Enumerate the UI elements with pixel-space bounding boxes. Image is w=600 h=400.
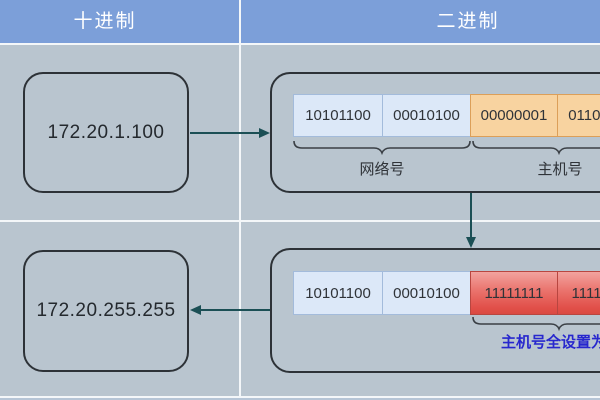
decimal-broadcast-value: 172.20.255.255 bbox=[36, 300, 176, 321]
header-band bbox=[0, 0, 600, 43]
octet-cell-host-1: 00000001 bbox=[470, 94, 558, 137]
row-divider bbox=[0, 220, 600, 222]
decimal-ip-value: 172.20.1.100 bbox=[47, 121, 165, 143]
host-all-ones-annotation: 主机号全设置为 bbox=[501, 334, 600, 351]
header-divider bbox=[0, 43, 600, 45]
octet-cell-network-1: 10101100 bbox=[293, 271, 383, 315]
bottom-strip bbox=[0, 398, 600, 400]
octet-cell-allones-2: 11111111 bbox=[557, 271, 600, 315]
binary-broadcast-container bbox=[270, 248, 600, 373]
binary-column-header: 二进制 bbox=[436, 11, 500, 32]
arrow-right-icon bbox=[190, 128, 270, 138]
arrow-left-icon bbox=[190, 305, 270, 315]
octet-cell-network-1: 10101100 bbox=[293, 94, 383, 137]
octet-cell-allones-1: 11111111 bbox=[470, 271, 558, 315]
column-divider bbox=[239, 0, 241, 400]
octet-cell-network-2: 00010100 bbox=[382, 271, 471, 315]
decimal-broadcast-box: 172.20.255.255 bbox=[23, 250, 189, 372]
octet-cell-network-2: 00010100 bbox=[382, 94, 471, 137]
bottom-divider bbox=[0, 396, 600, 398]
binary-ip-container bbox=[270, 72, 600, 193]
decimal-column-header: 十进制 bbox=[73, 11, 137, 32]
network-part-label: 网络号 bbox=[359, 161, 405, 178]
host-part-label: 主机号 bbox=[537, 161, 583, 178]
octet-cell-host-2: 01100100 bbox=[557, 94, 600, 137]
decimal-ip-box: 172.20.1.100 bbox=[23, 72, 189, 193]
